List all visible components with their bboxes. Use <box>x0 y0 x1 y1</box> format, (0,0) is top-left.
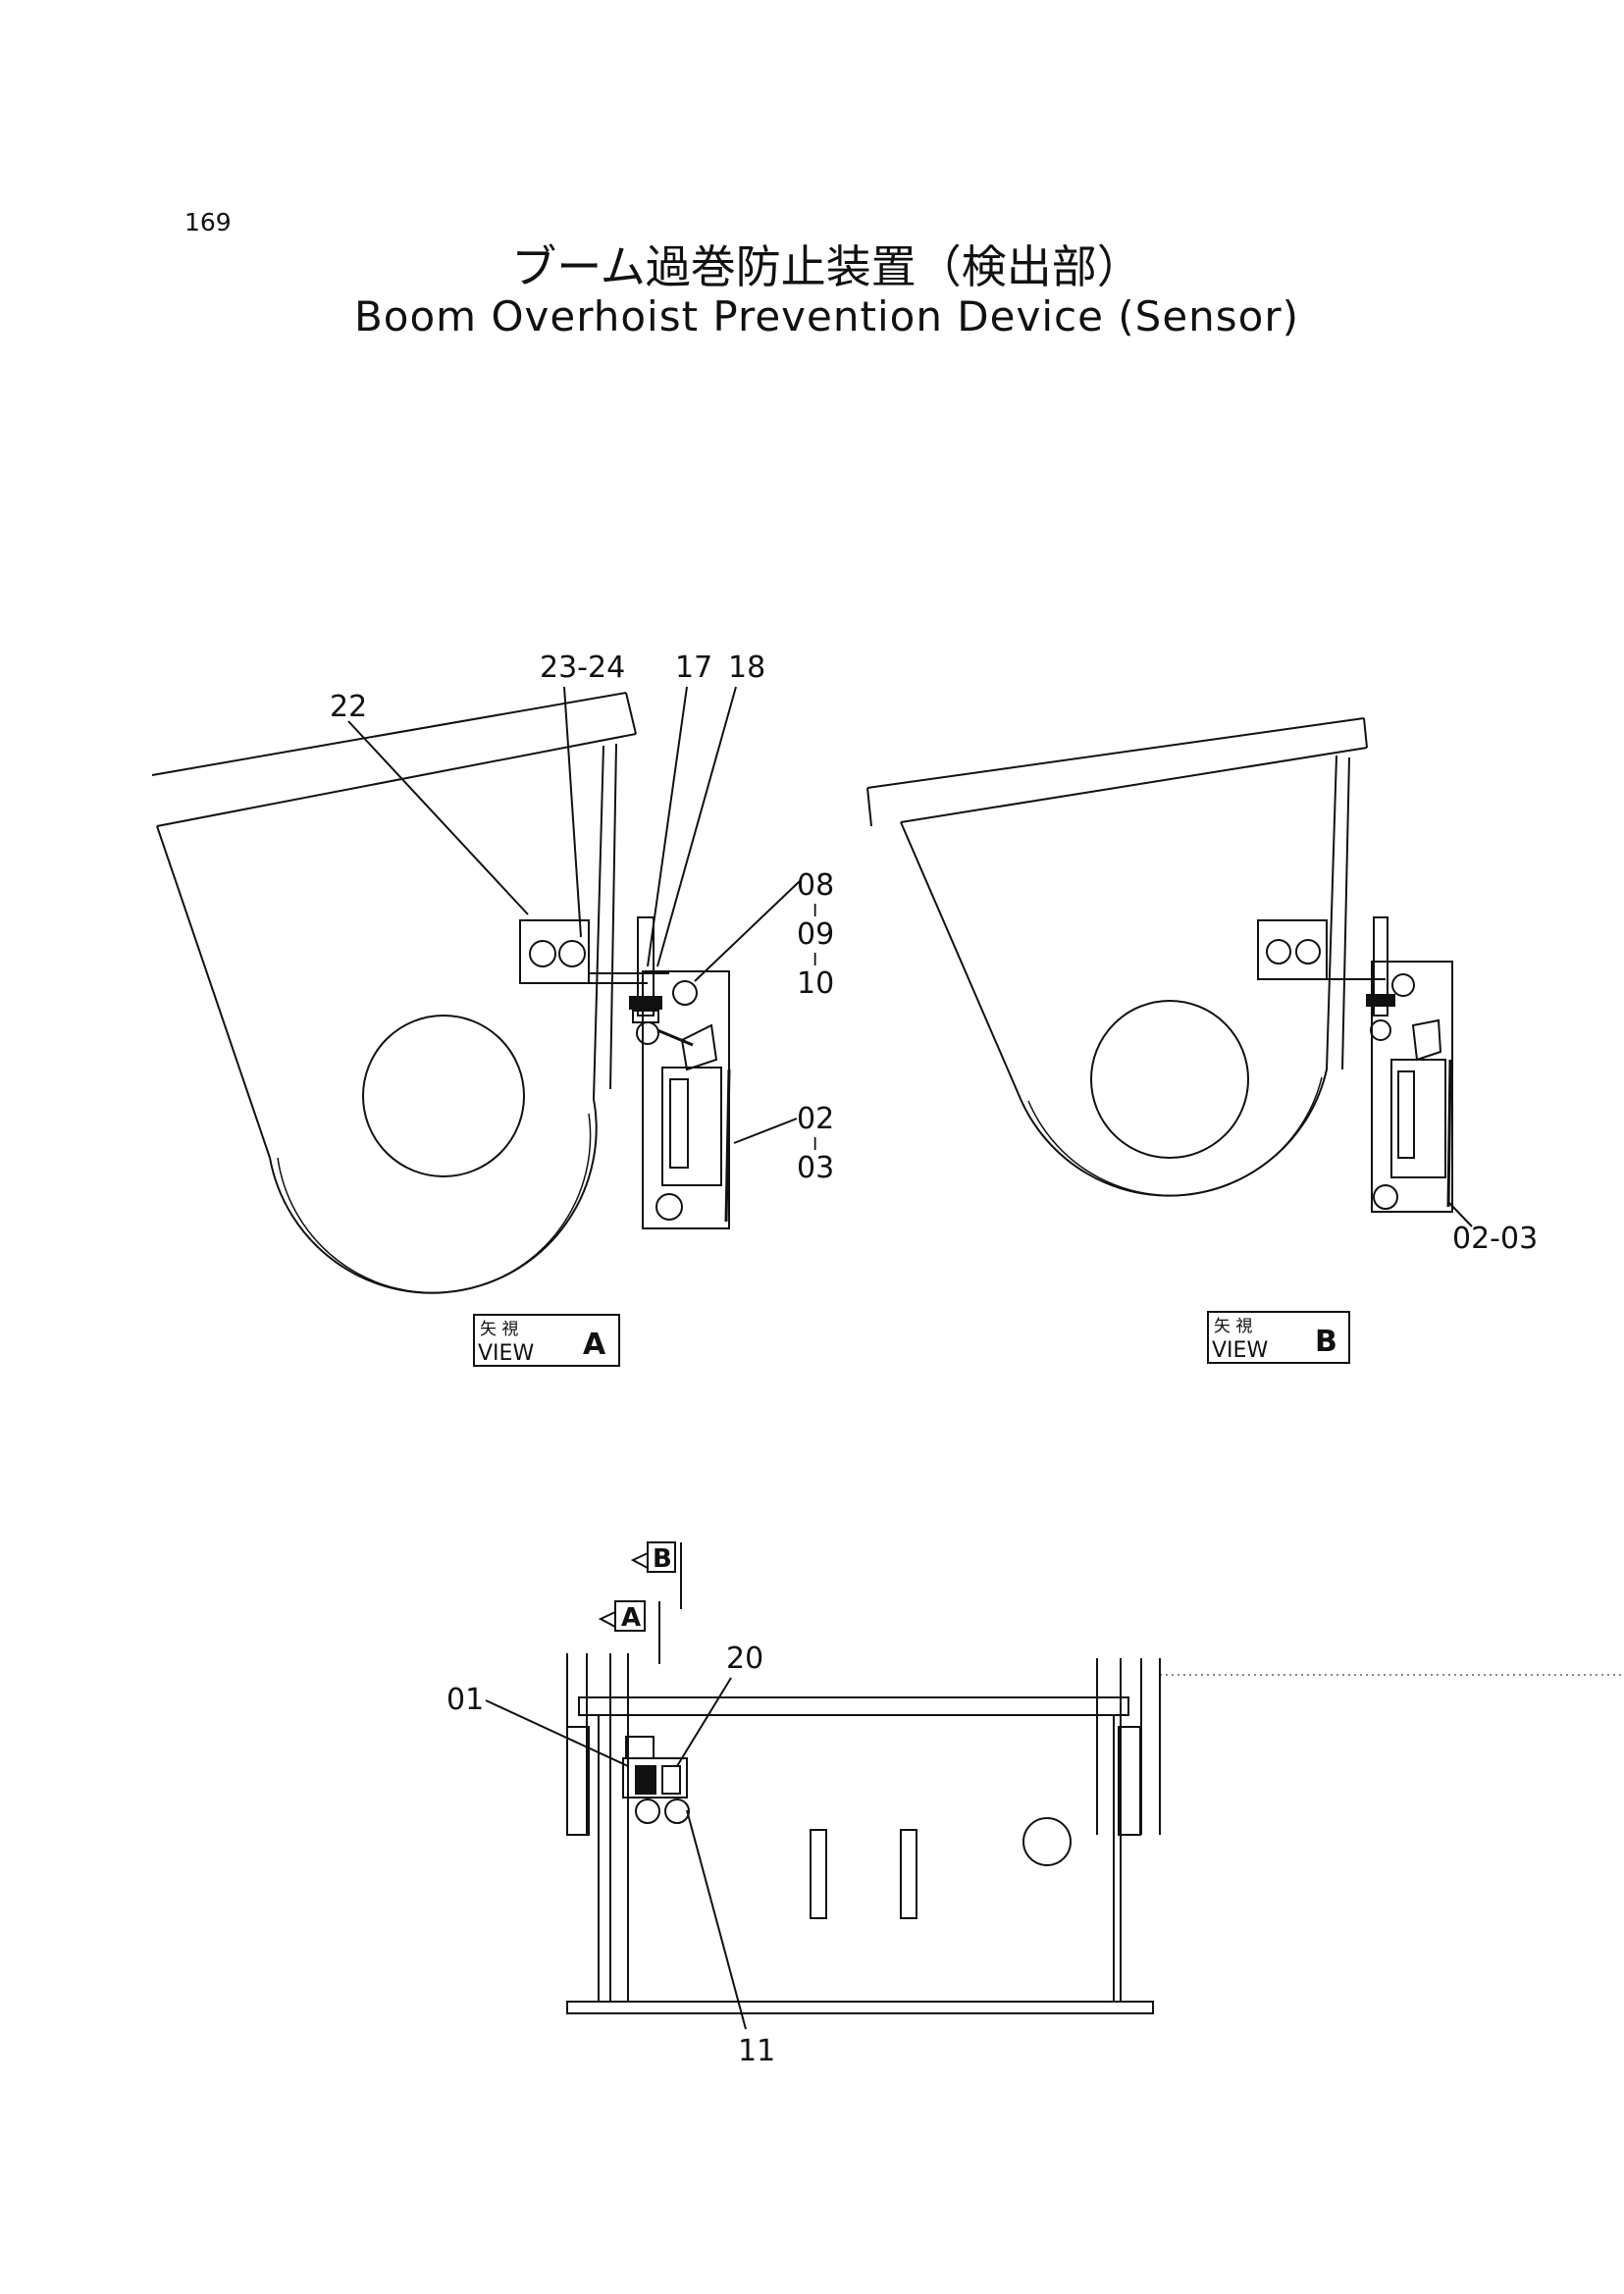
title-english: Boom Overhoist Prevention Device (Sensor… <box>353 292 1300 340</box>
part-label-dash-2: I <box>812 950 817 970</box>
part-label-20: 20 <box>726 1642 763 1676</box>
title-japanese: ブーム過巻防止装置（検出部） <box>511 240 1142 293</box>
view-b-drawing <box>866 717 1473 1227</box>
view-a-box-text: 矢 視 VIEW A <box>478 1320 606 1366</box>
view-b-box <box>1207 1311 1350 1364</box>
part-label-dash-3: I <box>812 1134 817 1155</box>
part-label-18: 18 <box>728 651 765 685</box>
bottom-labels: 01 20 11 B A <box>446 1544 775 2068</box>
bottom-drawing <box>485 1541 1624 2030</box>
part-label-08: 08 <box>797 868 834 903</box>
view-a-letter: A <box>583 1328 606 1362</box>
arrow-label-b: B <box>653 1544 672 1574</box>
part-label-02-03: 02-03 <box>1452 1222 1538 1256</box>
part-label-10: 10 <box>797 966 834 1001</box>
part-label-09: 09 <box>797 917 834 952</box>
part-label-23-24: 23-24 <box>540 651 625 685</box>
view-a-kanji: 矢 視 <box>480 1320 518 1339</box>
part-label-dash-1: I <box>812 901 817 921</box>
view-a-box <box>473 1314 620 1367</box>
view-a-labels: 22 23-24 17 18 08 I 09 I 10 02 I 03 <box>330 651 834 1185</box>
part-label-03: 03 <box>797 1151 834 1185</box>
view-b-box-text: 矢 視 VIEW B <box>1212 1317 1337 1363</box>
view-b-view-text: VIEW <box>1212 1338 1268 1363</box>
view-a-drawing <box>151 686 801 1294</box>
view-a-view-text: VIEW <box>478 1341 534 1366</box>
part-label-02: 02 <box>797 1102 834 1136</box>
part-label-17: 17 <box>675 651 712 685</box>
page-number: 169 <box>184 208 232 236</box>
view-b-letter: B <box>1315 1325 1337 1359</box>
view-b-kanji: 矢 視 <box>1214 1317 1252 1336</box>
view-b-labels: 02-03 <box>1452 1222 1538 1256</box>
part-label-22: 22 <box>330 690 367 724</box>
part-label-01: 01 <box>446 1683 484 1717</box>
arrow-label-a: A <box>621 1603 641 1633</box>
part-label-11: 11 <box>738 2034 775 2068</box>
